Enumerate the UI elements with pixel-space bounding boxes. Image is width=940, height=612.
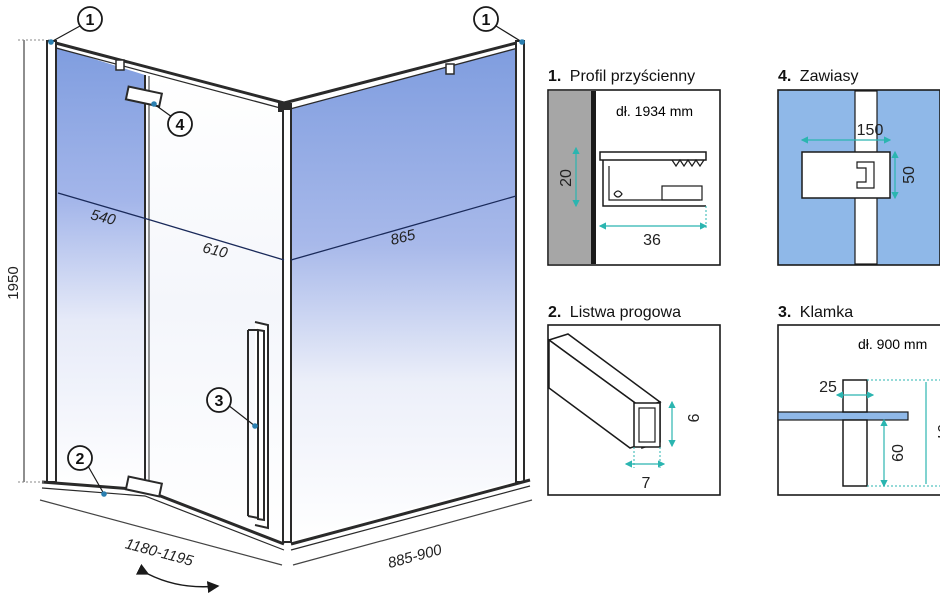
callout-1-left: 1 [48, 6, 103, 45]
profile-number: 1. [548, 68, 561, 85]
detail-profile: 1. Profil przyścienny dł. 1934 mm 20 36 [547, 68, 721, 266]
threshold-width-label: 7 [642, 475, 651, 492]
svg-text:3: 3 [215, 393, 224, 410]
door-glass [145, 75, 284, 540]
callout-4: 4 [151, 101, 193, 137]
callout-3: 3 [206, 387, 258, 429]
svg-text:4: 4 [176, 117, 185, 134]
bottom-threshold-side [290, 478, 531, 546]
door-swing-arrow [135, 563, 220, 594]
fixed-panel-width-label: 540 [89, 206, 118, 229]
handle-total-label: 97 [934, 424, 940, 442]
lower-hinge [124, 475, 164, 498]
svg-text:1: 1 [86, 12, 95, 29]
callout-1-right: 1 [473, 6, 525, 45]
top-rail-front [47, 39, 285, 105]
detail-threshold: 2. Listwa progowa 9 7 [547, 304, 721, 496]
side-panel-width-label: 865 [389, 226, 418, 249]
handle-length-label: dł. 900 mm [858, 336, 927, 352]
svg-text:3. Klamka: 3. Klamka [778, 304, 853, 321]
front-range-label: 1180-1195 [123, 535, 195, 570]
right-wall-profile [515, 40, 525, 483]
door-handle [254, 321, 269, 530]
handle-height-label: 60 [890, 444, 907, 462]
profile-title: Profil przyścienny [570, 68, 695, 85]
svg-text:1: 1 [482, 12, 491, 29]
height-dimension-label: 1950 [5, 266, 22, 299]
detail-handle: 3. Klamka dł. 900 mm 25 60 97 [777, 304, 940, 496]
svg-text:2. Listwa progowa: 2. Listwa progowa [548, 304, 681, 321]
hinge-height-label: 50 [901, 166, 918, 184]
hinges-number: 4. [778, 68, 791, 85]
corner-post [282, 108, 292, 543]
threshold-title: Listwa progowa [570, 304, 681, 321]
handle-width-label: 25 [819, 379, 837, 396]
handle-upper-block [842, 379, 868, 413]
callout-2: 2 [67, 445, 107, 497]
handle-lower-block [842, 419, 868, 487]
front-fixed-glass [56, 47, 145, 488]
handle-number: 3. [778, 304, 791, 321]
threshold-number: 2. [548, 304, 561, 321]
handle-title: Klamka [800, 304, 853, 321]
left-wall-profile [46, 40, 57, 483]
profile-height-label: 20 [558, 169, 575, 187]
detail-hinges: 4. Zawiasy 150 50 [777, 68, 940, 266]
side-glass [290, 48, 518, 540]
threshold-height-label: 9 [684, 414, 701, 423]
side-range-label: 885-900 [386, 541, 444, 572]
profile-length-label: dł. 1934 mm [616, 103, 693, 119]
hinge-block [801, 151, 891, 199]
handle-glass [777, 411, 909, 421]
profile-wall [549, 91, 591, 264]
svg-text:4. Zawiasy: 4. Zawiasy [778, 68, 858, 85]
hinge-width-label: 150 [857, 122, 884, 139]
enclosure-main [41, 39, 531, 551]
profile-depth-label: 36 [643, 232, 661, 249]
door-width-label: 610 [201, 239, 230, 262]
hinges-title: Zawiasy [800, 68, 859, 85]
top-rail-side [283, 39, 525, 105]
main-dimensions [18, 39, 533, 594]
svg-text:1. Profil przyścienny: 1. Profil przyścienny [548, 68, 695, 85]
svg-text:2: 2 [76, 451, 85, 468]
